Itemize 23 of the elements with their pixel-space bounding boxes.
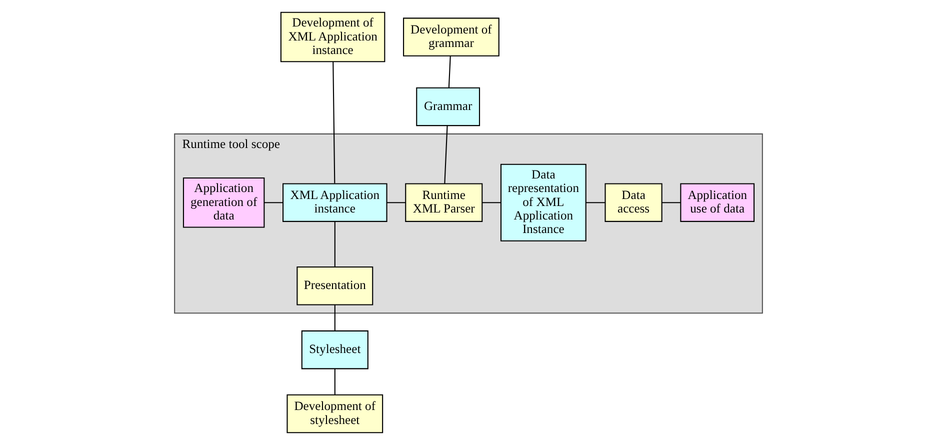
connector <box>332 62 335 184</box>
connector <box>448 56 450 88</box>
node-box: Presentation <box>296 266 373 306</box>
connector <box>386 202 406 204</box>
connector <box>482 202 500 204</box>
node-box: XML Application instance <box>282 183 387 222</box>
node-box: Runtime XML Parser <box>404 183 482 222</box>
node-box: Development of stylesheet <box>286 394 383 434</box>
node-box: Application generation of data <box>182 177 264 228</box>
connector <box>334 368 335 395</box>
node-box: Grammar <box>416 87 480 126</box>
node-box: Development of grammar <box>402 18 499 56</box>
connector <box>334 222 335 267</box>
connector <box>334 304 335 331</box>
node-box: Data access <box>604 183 662 222</box>
node-box: Data representation of XML Application Instance <box>500 164 586 242</box>
connector <box>444 126 448 184</box>
node-box: Stylesheet <box>300 330 368 370</box>
connector <box>264 202 282 204</box>
connector <box>662 202 680 204</box>
node-box: Development of XML Application instance <box>280 12 385 62</box>
node-box: Application use of data <box>680 183 754 222</box>
connector <box>586 202 604 204</box>
